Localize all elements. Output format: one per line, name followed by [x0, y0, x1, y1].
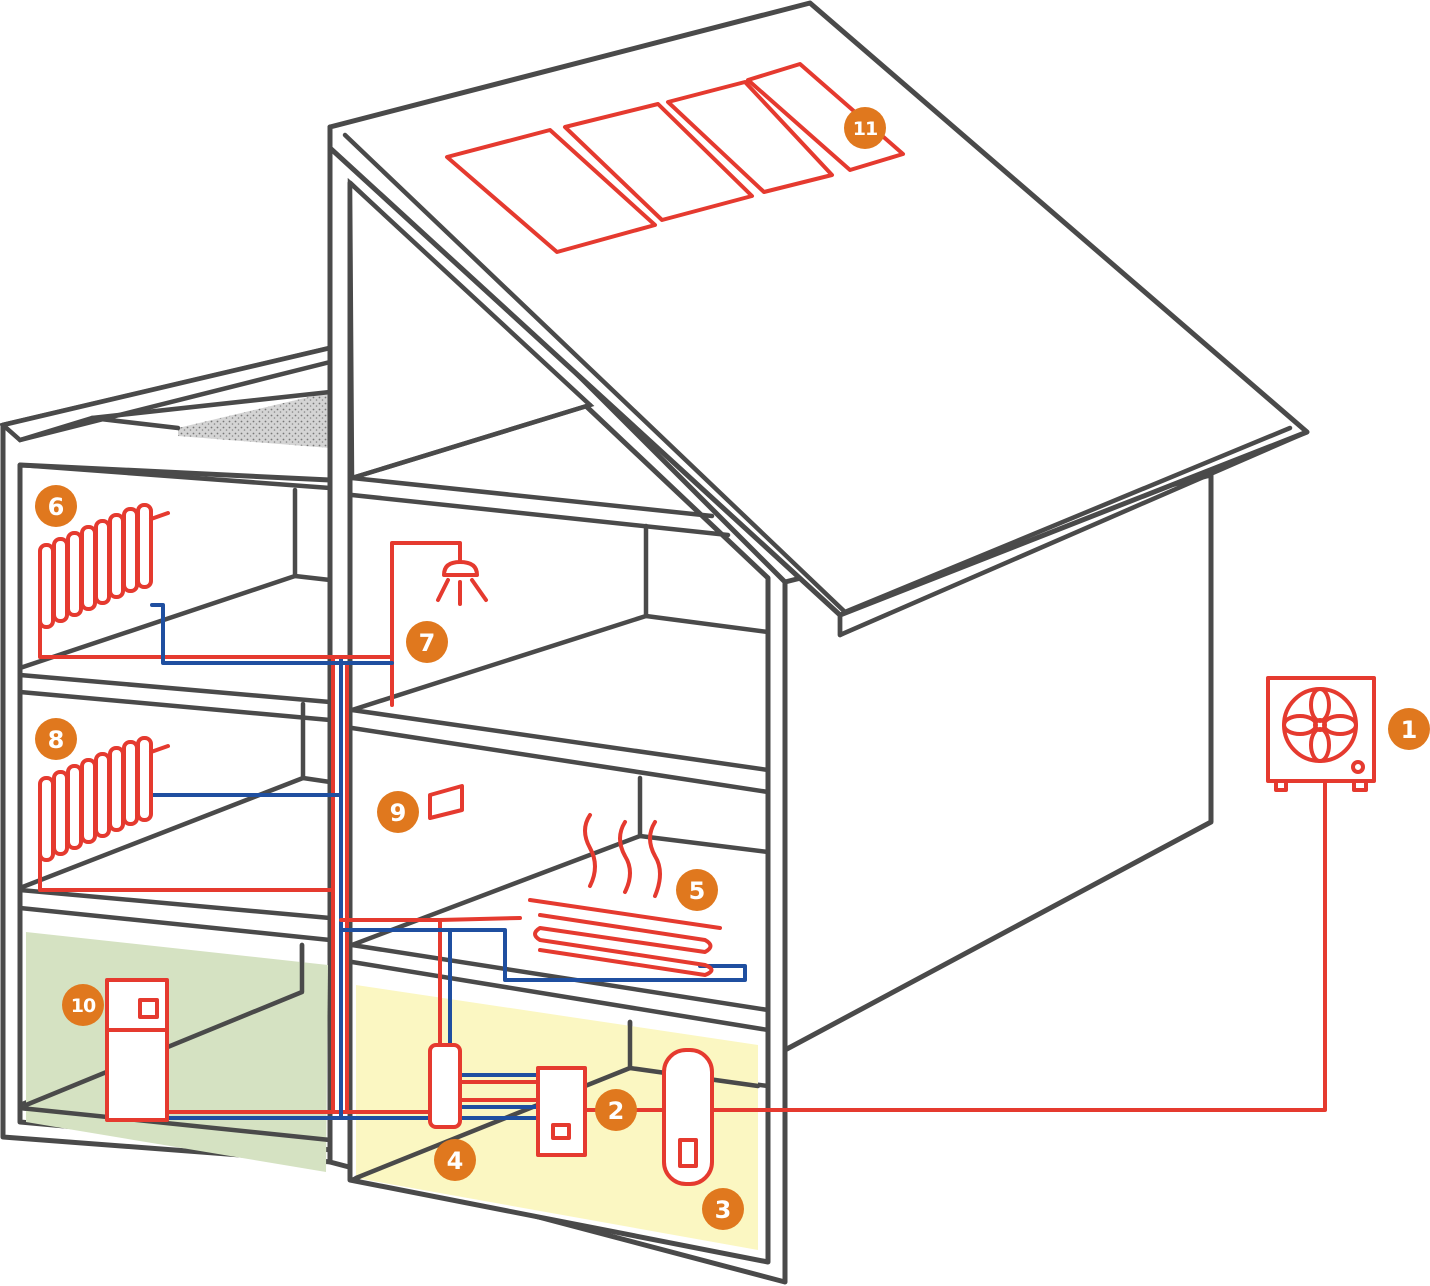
badge-11: 11 [844, 107, 886, 149]
svg-text:1: 1 [1401, 716, 1418, 744]
badge-1: 1 [1388, 708, 1430, 750]
svg-text:7: 7 [419, 629, 436, 657]
svg-text:6: 6 [48, 493, 65, 521]
thermostat-icon [428, 784, 464, 820]
svg-text:11: 11 [853, 118, 877, 140]
badge-6: 6 [35, 485, 77, 527]
heat-pump-fan-icon [1266, 676, 1376, 792]
badge-8: 8 [35, 718, 77, 760]
boiler-unit-icon [536, 1066, 587, 1157]
svg-text:10: 10 [71, 995, 96, 1017]
badge-9: 9 [377, 791, 419, 833]
badge-5: 5 [676, 869, 718, 911]
gravel-roof [178, 392, 330, 448]
pipe-network [38, 541, 1327, 1120]
main-roof [327, 0, 1310, 618]
svg-text:8: 8 [48, 726, 65, 754]
badge-3: 3 [702, 1188, 744, 1230]
badge-7: 7 [406, 621, 448, 663]
buffer-tank-icon [428, 1043, 462, 1129]
svg-text:2: 2 [608, 1097, 625, 1125]
svg-text:4: 4 [447, 1147, 464, 1175]
badge-4: 4 [434, 1139, 476, 1181]
svg-text:9: 9 [390, 799, 407, 827]
svg-text:3: 3 [715, 1196, 732, 1224]
house-structure [0, 0, 1310, 1285]
radiator-icon [38, 736, 170, 862]
ventilation-unit-icon [105, 978, 169, 1122]
svg-text:5: 5 [689, 877, 706, 905]
underfloor-heating-icon [528, 813, 722, 977]
badge-2: 2 [595, 1089, 637, 1131]
shower-icon [436, 560, 488, 606]
number-badges: 1 2 3 4 5 6 7 8 9 10 11 [35, 107, 1430, 1230]
badge-10: 10 [62, 984, 104, 1026]
radiator-icon [38, 503, 170, 629]
hot-water-tank-icon [662, 1048, 714, 1186]
solar-panel-icon [445, 62, 905, 254]
